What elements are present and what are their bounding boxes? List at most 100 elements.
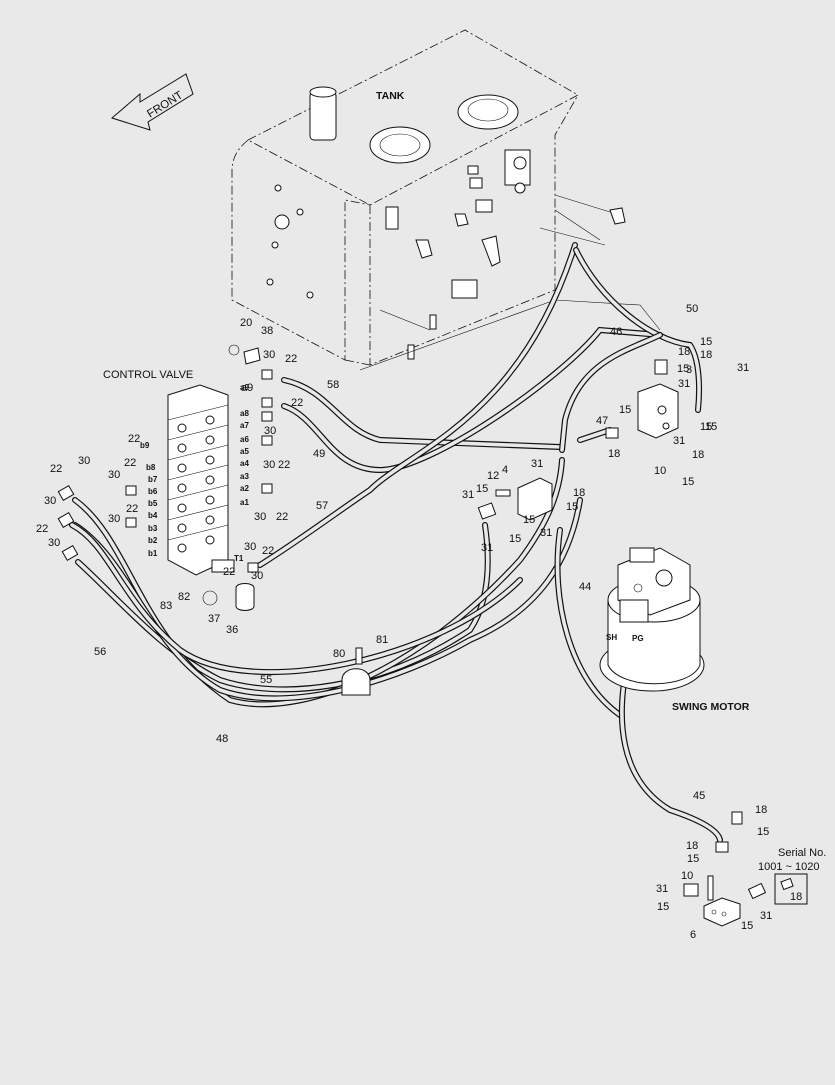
swing-motor-label: SWING MOTOR (672, 701, 750, 713)
callout-30: 30 (78, 455, 90, 467)
callout-30: 30 (263, 349, 275, 361)
serial-part: 18 (790, 891, 802, 903)
callout-22: 22 (124, 457, 136, 469)
callout-82: 82 (178, 591, 190, 603)
callout-22: 22 (285, 353, 297, 365)
callout-30: 30 (251, 570, 263, 582)
callout-31: 31 (462, 489, 474, 501)
port-a4: a4 (240, 459, 249, 468)
callout-30: 30 (264, 425, 276, 437)
callout-15: 15 (700, 336, 712, 348)
port-b3: b3 (148, 524, 158, 533)
callout-38: 38 (261, 325, 273, 337)
callout-22: 22 (50, 463, 62, 475)
callout-22: 22 (278, 459, 290, 471)
callout-30: 30 (254, 511, 266, 523)
callout-22: 22 (223, 566, 235, 578)
callout-30: 30 (48, 537, 60, 549)
callout-48: 48 (216, 733, 228, 745)
callout-36: 36 (226, 624, 238, 636)
control-valve: CONTROL VALVE a9 a8 a7 a6 a5 a4 a3 a2 a1… (103, 344, 261, 611)
callout-12: 12 (487, 470, 499, 482)
port-sh: SH (606, 633, 617, 642)
callout-22: 22 (36, 523, 48, 535)
front-label: FRONT (145, 89, 185, 120)
callout-83: 83 (160, 600, 172, 612)
port-b5: b5 (148, 499, 158, 508)
port-b2: b2 (148, 536, 158, 545)
callout-6: 6 (690, 929, 696, 941)
callout-18: 18 (678, 346, 690, 358)
callout-15: 15 (677, 363, 689, 375)
port-b6: b6 (148, 487, 158, 496)
callout-15: 15 (476, 483, 488, 495)
callout-22: 22 (291, 397, 303, 409)
port-b8: b8 (146, 463, 156, 472)
callout-81: 81 (376, 634, 388, 646)
port-a6: a6 (240, 435, 249, 444)
callout-10: 10 (654, 465, 666, 477)
serial-note: Serial No. 1001 ~ 1020 18 (758, 847, 826, 905)
callout-57: 57 (316, 500, 328, 512)
callout-18: 18 (700, 349, 712, 361)
center-block (477, 477, 553, 521)
callout-18: 18 (755, 804, 767, 816)
callout-15: 15 (687, 853, 699, 865)
port-a1: a1 (240, 498, 249, 507)
callout-15: 15 (566, 501, 578, 513)
port-a5: a5 (240, 447, 249, 456)
callout-56: 56 (94, 646, 106, 658)
callout-15: 15 (509, 533, 521, 545)
callout-47: 47 (596, 415, 608, 427)
callout-10: 10 (681, 870, 693, 882)
callout-44: 44 (579, 581, 591, 593)
callout-55: 55 (260, 674, 272, 686)
callout-4: 4 (502, 464, 508, 476)
callout-15: 15 (657, 901, 669, 913)
callout-31: 31 (673, 435, 685, 447)
hose-lines (69, 242, 723, 843)
callout-31: 31 (531, 458, 543, 470)
callout-49: 49 (313, 448, 325, 460)
callout-18: 18 (692, 449, 704, 461)
callout-18: 18 (573, 487, 585, 499)
callout-15: 15 (705, 421, 717, 433)
callout-31: 31 (540, 527, 552, 539)
callout-15: 15 (741, 920, 753, 932)
callout-22: 22 (128, 433, 140, 445)
swing-motor: SH PG SWING MOTOR (599, 547, 750, 713)
left-fittings (57, 369, 273, 573)
callout-3: 3 (686, 364, 692, 376)
port-a7: a7 (240, 421, 249, 430)
port-pg: PG (632, 634, 644, 643)
port-a9: a9 (240, 383, 249, 392)
callout-30: 30 (244, 541, 256, 553)
callout-31: 31 (481, 542, 493, 554)
callout-31: 31 (678, 378, 690, 390)
callout-18: 18 (686, 840, 698, 852)
callout-15: 15 (700, 421, 712, 433)
port-a2: a2 (240, 484, 249, 493)
port-b7: b7 (148, 475, 158, 484)
callout-50: 50 (686, 303, 698, 315)
port-b9: b9 (140, 441, 150, 450)
port-a3: a3 (240, 472, 249, 481)
callout-22: 22 (262, 545, 274, 557)
port-t1: T1 (234, 554, 244, 563)
front-arrow: FRONT (110, 73, 194, 131)
callout-80: 80 (333, 648, 345, 660)
callout-37: 37 (208, 613, 220, 625)
callout-22: 22 (276, 511, 288, 523)
callout-46: 46 (610, 326, 622, 338)
callout-18: 18 (608, 448, 620, 460)
hydraulic-tank: TANK (231, 29, 661, 371)
callout-30: 30 (108, 513, 120, 525)
callout-15: 15 (619, 404, 631, 416)
callout-30: 30 (263, 459, 275, 471)
callout-31: 31 (760, 910, 772, 922)
callout-15: 15 (523, 514, 535, 526)
callout-58: 58 (327, 379, 339, 391)
valve-block-3 (605, 359, 679, 439)
